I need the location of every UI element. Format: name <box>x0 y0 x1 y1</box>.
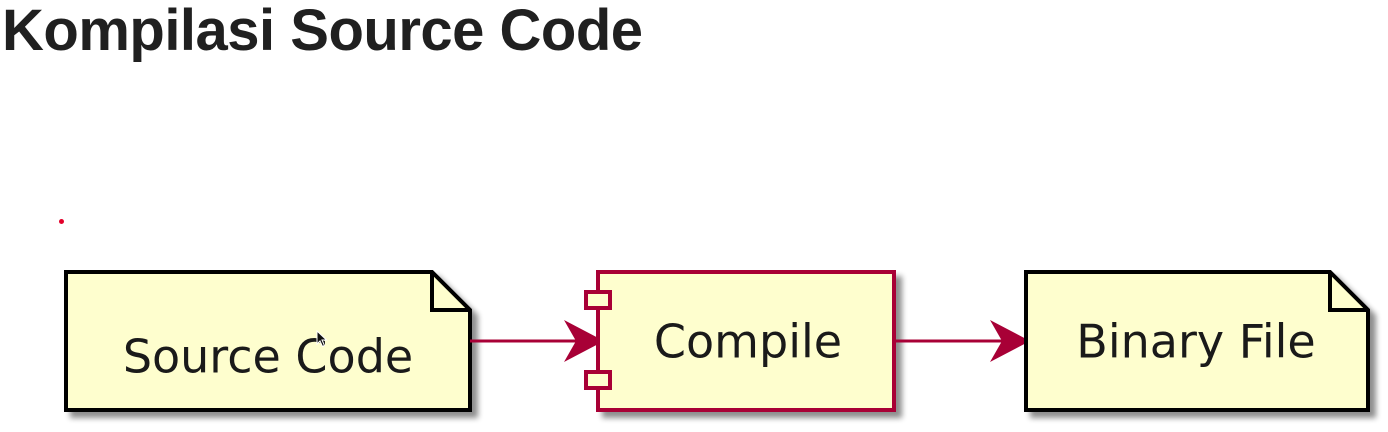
note-shape <box>1024 270 1370 412</box>
mouse-pointer-icon <box>316 330 328 348</box>
edge-source-to-compile <box>470 320 604 362</box>
node-compile: Compile <box>584 270 896 412</box>
node-binary-file: Binary File <box>1024 270 1370 412</box>
arrowhead <box>564 320 604 362</box>
note-shape <box>64 270 472 412</box>
node-label-binary-file: Binary File <box>1076 315 1315 369</box>
arrowhead <box>990 320 1030 362</box>
note-fold-corner <box>1328 272 1368 312</box>
laser-pointer-dot <box>59 219 64 224</box>
node-label-compile: Compile <box>654 315 842 369</box>
component-port-bottom <box>584 370 612 390</box>
node-source-code: Source Code <box>64 270 472 412</box>
edge-compile-to-binary <box>894 320 1030 362</box>
component-port-top <box>584 290 612 310</box>
node-label-source-code: Source Code <box>123 330 413 384</box>
slide-title: Kompilasi Source Code <box>2 0 643 63</box>
note-fold-corner <box>430 272 470 312</box>
